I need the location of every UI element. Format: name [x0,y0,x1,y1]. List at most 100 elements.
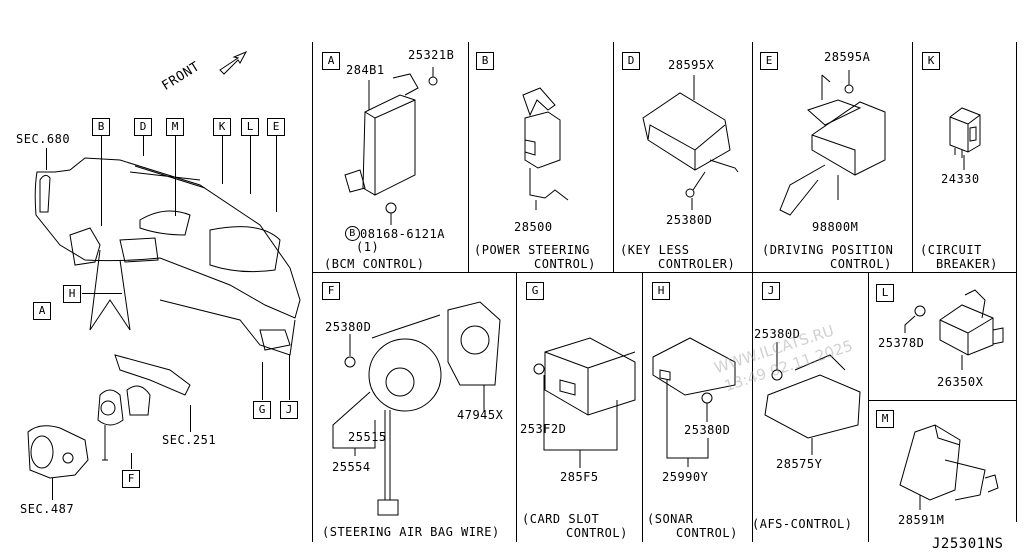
panel-divider [516,272,517,542]
panel-divider [868,272,869,542]
sec-ref-680: SEC.680 [16,132,71,146]
sec-ref-251: SEC.251 [162,433,217,447]
callout-j[interactable]: J [280,401,298,419]
leader-line [175,136,176,216]
panel-f-caption: (STEERING AIR BAG WIRE) [322,525,500,539]
part-25515[interactable]: 25515 [348,430,387,444]
part-25990Y[interactable]: 25990Y [662,470,709,484]
panel-d-caption-2: CONTROLER) [658,257,736,271]
diagram-code: J25301NS [932,536,1004,552]
panel-e-label: E [760,52,778,70]
callout-g[interactable]: G [253,401,271,419]
part-25380D-j[interactable]: 25380D [754,327,801,341]
panel-d-label: D [622,52,640,70]
part-285F5[interactable]: 285F5 [560,470,599,484]
sec-ref-487: SEC.487 [20,502,75,516]
panel-a-caption: (BCM CONTROL) [324,257,425,271]
part-25380D-d[interactable]: 25380D [666,213,713,227]
part-28591M[interactable]: 28591M [898,513,945,527]
part-284B1[interactable]: 284B1 [346,63,385,77]
panel-k-label: K [922,52,940,70]
panel-divider [312,272,1017,273]
panel-divider [752,272,753,542]
leader-line [250,136,251,194]
part-253F2D[interactable]: 253F2D [520,422,567,436]
callout-m[interactable]: M [166,118,184,136]
leader-line [131,453,132,469]
part-25378D[interactable]: 25378D [878,336,925,350]
panel-h-label: H [652,282,670,300]
part-24330[interactable]: 24330 [941,172,980,186]
callout-l[interactable]: L [241,118,259,136]
part-47945X[interactable]: 47945X [457,408,504,422]
callout-f[interactable]: F [122,470,140,488]
panel-j-caption: (AFS-CONTROL) [752,517,853,531]
panel-divider [1016,42,1017,272]
part-25380D-f[interactable]: 25380D [325,320,372,334]
panel-f-label: F [322,282,340,300]
panel-g-label: G [526,282,544,300]
part-25380D-h[interactable]: 25380D [684,423,731,437]
part-25554[interactable]: 25554 [332,460,371,474]
panel-h-caption-1: (SONAR [647,512,694,526]
panel-m-label: M [876,410,894,428]
leader-line [46,148,47,170]
leader-line [82,293,122,294]
bolt-marker-b: B [345,226,360,241]
part-28575Y[interactable]: 28575Y [776,457,823,471]
panel-b-label: B [476,52,494,70]
part-28500[interactable]: 28500 [514,220,553,234]
leader-line [190,405,191,432]
leader-line [276,136,277,212]
part-qty: (1) [356,240,380,254]
panel-d-caption-1: (KEY LESS [620,243,690,257]
panel-b-caption-2: CONTROL) [534,257,596,271]
part-28595X[interactable]: 28595X [668,58,715,72]
panel-a-label: A [322,52,340,70]
panel-k-caption-2: BREAKER) [936,257,998,271]
callout-h[interactable]: H [63,285,81,303]
callout-k[interactable]: K [213,118,231,136]
leader-line [101,136,102,226]
panel-divider [312,42,313,272]
panel-b-caption-1: (POWER STEERING [474,243,590,257]
leader-line [52,478,53,500]
panel-divider [613,42,614,272]
panel-divider [752,42,753,272]
panel-divider [468,42,469,272]
panel-g-caption-2: CONTROL) [566,526,628,540]
panel-divider [912,42,913,272]
panel-divider [312,272,313,542]
panel-j-label: J [762,282,780,300]
part-25321B[interactable]: 25321B [408,48,455,62]
panel-e-caption-2: CONTROL) [830,257,892,271]
panel-g-caption-1: (CARD SLOT [522,512,600,526]
part-26350X[interactable]: 26350X [937,375,984,389]
panel-divider [642,272,643,542]
callout-a[interactable]: A [33,302,51,320]
front-arrow-icon [219,50,248,75]
callout-d[interactable]: D [134,118,152,136]
leader-line [143,136,144,156]
callout-b[interactable]: B [92,118,110,136]
panel-h-caption-2: CONTROL) [676,526,738,540]
panel-l-label: L [876,284,894,302]
leader-line [262,362,263,400]
leader-line [222,136,223,184]
leader-line [289,355,290,400]
part-28595A[interactable]: 28595A [824,50,871,64]
callout-e[interactable]: E [267,118,285,136]
part-08168-6121A[interactable]: 08168-6121A [360,227,445,241]
part-98800M[interactable]: 98800M [812,220,859,234]
